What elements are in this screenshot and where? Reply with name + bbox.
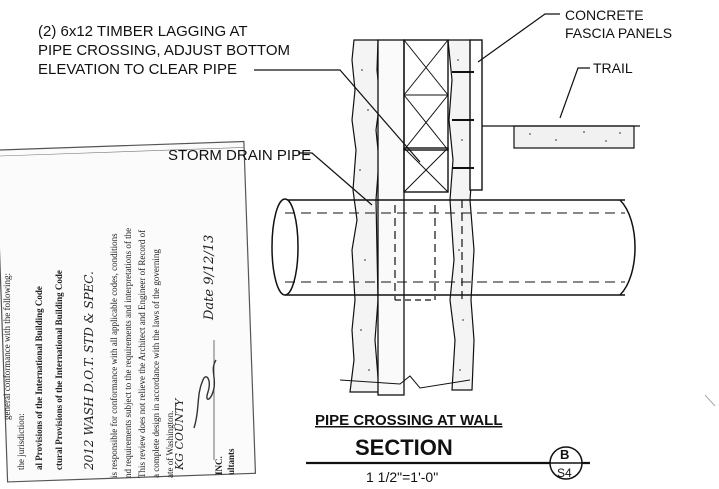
callout-fascia-line-1: CONCRETE — [565, 7, 644, 23]
stamp-line-consultants: ultants — [226, 448, 236, 475]
detail-title-block: PIPE CROSSING AT WALL SECTION 1 1/2"=1'-… — [306, 412, 590, 485]
callout-storm-drain: STORM DRAIN PIPE — [168, 147, 373, 206]
detail-title: PIPE CROSSING AT WALL — [315, 412, 503, 429]
detail-sheet: S4 — [557, 466, 572, 480]
wall-core — [377, 39, 405, 396]
callout-fascia-line-2: FASCIA PANELS — [565, 25, 672, 41]
callout-lagging-line-3: ELEVATION TO CLEAR PIPE — [38, 61, 237, 78]
stamp-date: Date 9/12/13 — [202, 235, 217, 321]
detail-label: SECTION — [355, 435, 453, 460]
leader-trail — [559, 67, 590, 119]
wall-section — [339, 39, 483, 396]
callout-lagging: (2) 6x12 TIMBER LAGGING AT PIPE CROSSING… — [38, 23, 421, 163]
callout-lagging-line-1: (2) 6x12 TIMBER LAGGING AT — [38, 23, 248, 40]
stamp-line-6: is responsible for conformance with all … — [109, 233, 119, 478]
stamp-line-8: This review does not relieve the Archite… — [137, 230, 147, 478]
timber-lagging-pipe — [403, 147, 449, 193]
leader-lagging — [254, 69, 421, 163]
stamp-line-4: ctural Provisions of the International B… — [54, 270, 64, 470]
stamp-county: KG COUNTY — [173, 397, 186, 471]
stamp-line-9: a complete design in accordance with the… — [151, 249, 161, 478]
stamp-line-3: al Provisions of the International Build… — [34, 286, 44, 470]
stamp-line-1: general conformance with the following: — [2, 273, 12, 420]
leader-fascia — [477, 13, 560, 63]
callout-lagging-line-2: PIPE CROSSING, ADJUST BOTTOM — [38, 42, 290, 59]
detail-id: B — [560, 447, 569, 462]
review-stamp — [0, 140, 257, 483]
soil-wall-left — [349, 39, 381, 393]
callout-storm-drain-label: STORM DRAIN PIPE — [168, 147, 311, 164]
callout-fascia: CONCRETE FASCIA PANELS — [477, 7, 672, 63]
stamp-line-2: the jurisdiction: — [16, 413, 26, 470]
callout-trail: TRAIL — [559, 60, 633, 119]
detail-scale: 1 1/2"=1'-0" — [366, 469, 438, 485]
storm-drain-pipe — [271, 198, 636, 296]
stamp-border — [0, 140, 257, 483]
callout-trail-label: TRAIL — [593, 60, 633, 76]
stamp-line-10: ate of Washington. — [165, 411, 175, 478]
stamp-line-inc: INC. — [214, 456, 224, 475]
stamp-line-5: 2012 WASH D.O.T. STD & SPEC. — [82, 271, 96, 471]
stamp-line-7: nd requirements subject to the requireme… — [123, 228, 133, 478]
trail-slab — [482, 125, 640, 149]
fascia-panel — [469, 39, 483, 191]
leader-storm-drain — [298, 152, 373, 206]
